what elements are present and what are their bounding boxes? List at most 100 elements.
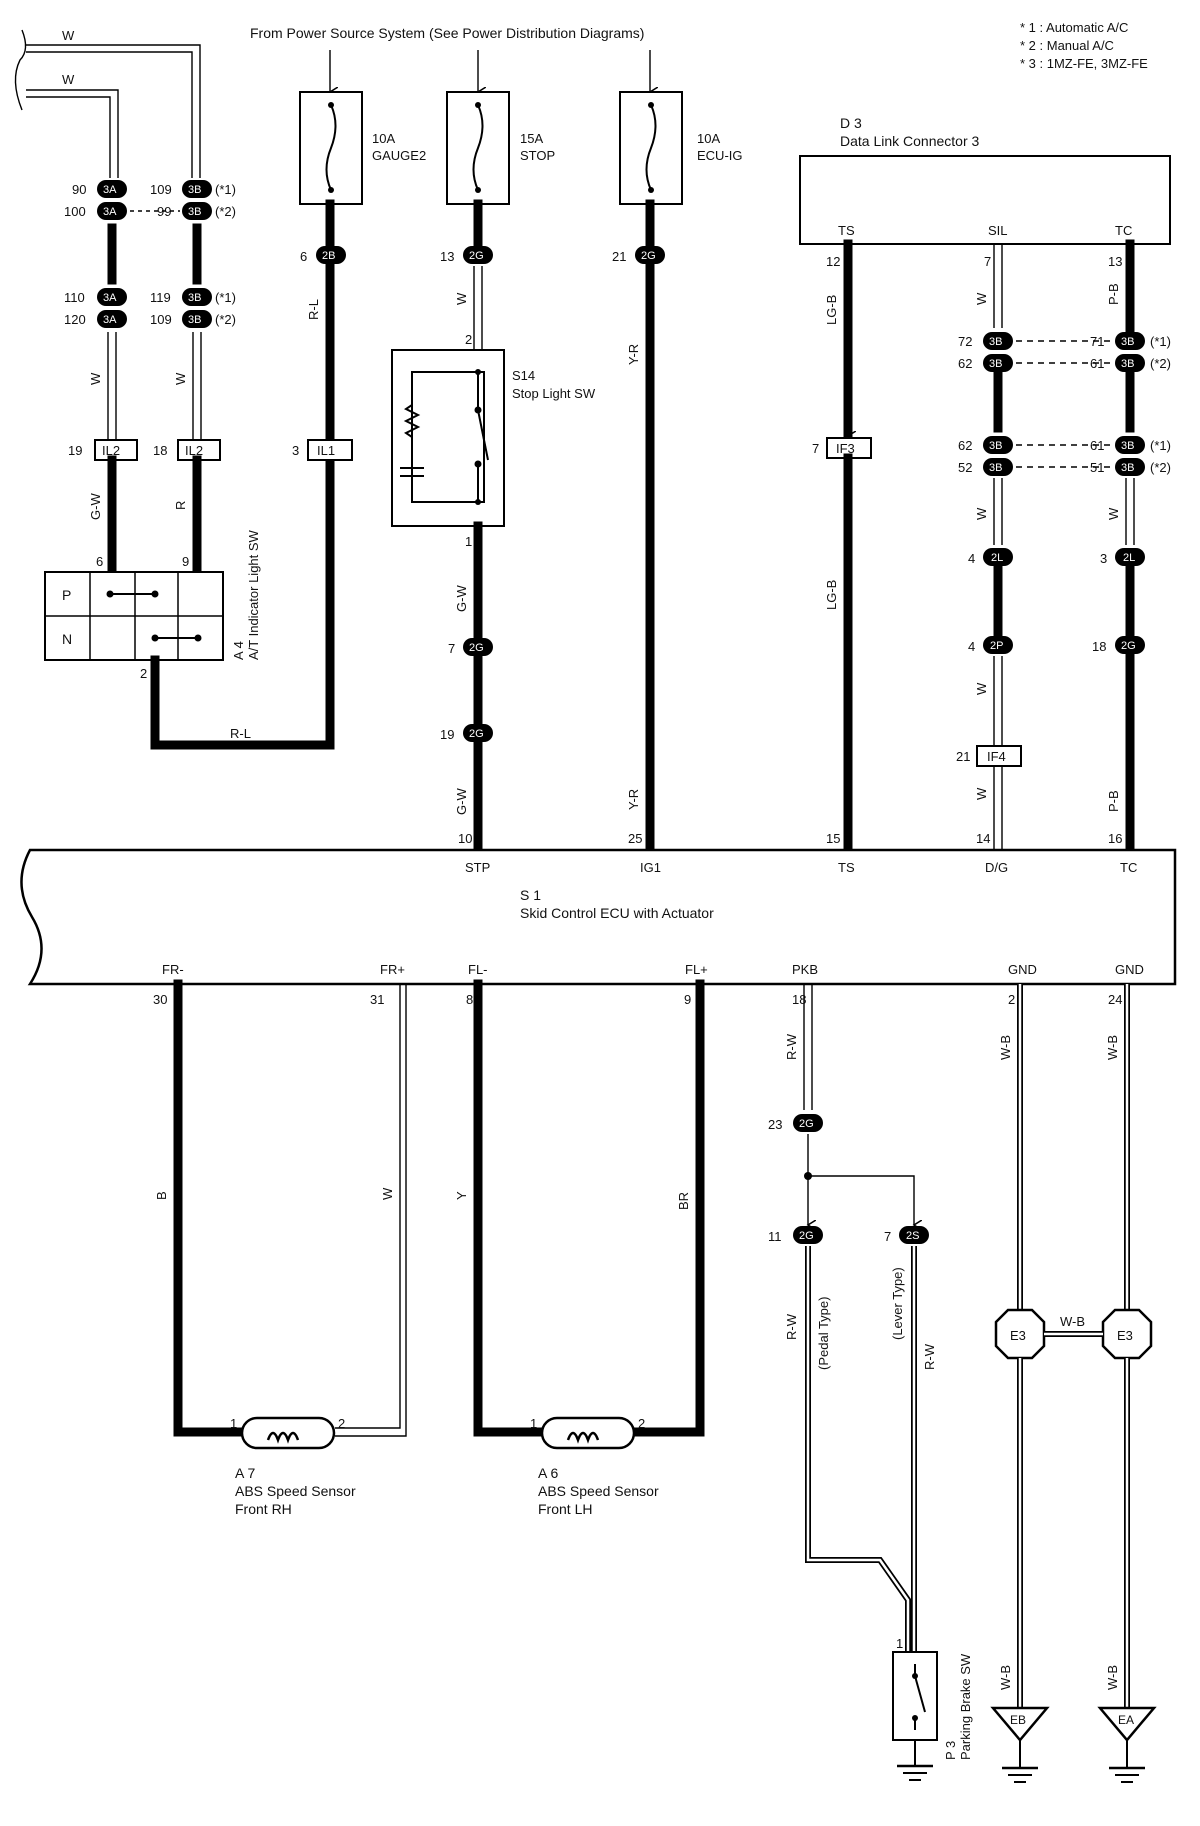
connector-3b-upper-pair: 3B 3B 109 99 (*1) (*2) [130,180,236,220]
svg-text:3A: 3A [103,206,117,218]
svg-text:1: 1 [465,534,472,549]
svg-text:IF3: IF3 [836,441,855,456]
svg-text:3: 3 [292,443,299,458]
svg-text:24: 24 [1108,992,1122,1007]
svg-text:G-W: G-W [454,788,469,815]
svg-text:S 1: S 1 [520,887,541,903]
svg-text:12: 12 [826,254,840,269]
svg-text:10: 10 [458,831,472,846]
svg-text:16: 16 [1108,831,1122,846]
svg-text:ABS Speed Sensor: ABS Speed Sensor [538,1483,659,1499]
svg-text:R-W: R-W [922,1343,937,1370]
svg-text:3A: 3A [103,314,117,326]
svg-text:(*1): (*1) [215,182,236,197]
svg-text:10A: 10A [697,131,720,146]
svg-text:W-B: W-B [1105,1665,1120,1690]
svg-text:LG-B: LG-B [824,580,839,610]
ground-ea: EA [1097,1706,1157,1783]
fuse-ecu-ig: 10A ECU-IG [619,50,743,205]
svg-text:2L: 2L [991,552,1003,564]
svg-text:SIL: SIL [988,223,1008,238]
svg-text:GND: GND [1008,962,1037,977]
svg-text:3B: 3B [188,184,201,196]
svg-text:W: W [974,682,989,695]
svg-text:W: W [380,1187,395,1200]
svg-text:FL+: FL+ [685,962,708,977]
svg-text:R-L: R-L [230,726,251,741]
svg-text:TC: TC [1115,223,1132,238]
svg-text:D 3: D 3 [840,115,862,131]
svg-text:3A: 3A [103,184,117,196]
svg-text:3B: 3B [188,314,201,326]
svg-text:3B: 3B [989,358,1002,370]
svg-text:PKB: PKB [792,962,818,977]
svg-text:3B: 3B [1121,358,1134,370]
svg-text:R-L: R-L [306,299,321,320]
abs-speed-sensor-front-lh: 1 2 A 6 ABS Speed Sensor Front LH [530,1416,659,1517]
svg-text:E3: E3 [1010,1328,1026,1343]
svg-text:3B: 3B [989,440,1002,452]
svg-text:3B: 3B [989,462,1002,474]
wire-w-top-1: W [62,28,75,43]
svg-text:13: 13 [1108,254,1122,269]
svg-text:15: 15 [826,831,840,846]
svg-text:2G: 2G [641,250,656,262]
svg-text:Data Link Connector 3: Data Link Connector 3 [840,133,980,149]
svg-text:13: 13 [440,249,454,264]
svg-text:120: 120 [64,312,86,327]
svg-text:10A: 10A [372,131,395,146]
svg-text:GND: GND [1115,962,1144,977]
svg-text:ABS Speed Sensor: ABS Speed Sensor [235,1483,356,1499]
svg-text:(*2): (*2) [215,204,236,219]
svg-text:IL1: IL1 [317,443,335,458]
svg-text:GAUGE2: GAUGE2 [372,148,426,163]
svg-text:P-B: P-B [1106,790,1121,812]
svg-text:Y: Y [454,1191,469,1200]
svg-text:W: W [173,372,188,385]
svg-text:W: W [1106,507,1121,520]
svg-text:2: 2 [338,1416,345,1431]
svg-text:18: 18 [792,992,806,1007]
fuse-gauge2: 10A GAUGE2 [299,50,426,205]
svg-text:B: B [154,1191,169,1200]
svg-text:P: P [62,587,71,603]
svg-text:(Pedal Type): (Pedal Type) [816,1297,831,1370]
svg-text:FR-: FR- [162,962,184,977]
svg-text:W-B: W-B [1105,1035,1120,1060]
svg-text:(*2): (*2) [215,312,236,327]
svg-text:3A: 3A [103,292,117,304]
svg-text:Stop Light SW: Stop Light SW [512,386,596,401]
svg-text:18: 18 [1092,639,1106,654]
svg-text:30: 30 [153,992,167,1007]
svg-text:3B: 3B [188,292,201,304]
svg-text:3B: 3B [989,336,1002,348]
svg-text:109: 109 [150,312,172,327]
svg-text:D/G: D/G [985,860,1008,875]
svg-text:21: 21 [956,749,970,764]
fuse-stop: 15A STOP [446,50,555,205]
svg-text:7: 7 [984,254,991,269]
svg-text:7: 7 [884,1229,891,1244]
svg-text:2G: 2G [469,728,484,740]
svg-text:G-W: G-W [88,493,103,520]
svg-text:6: 6 [300,249,307,264]
svg-text:2G: 2G [469,642,484,654]
svg-text:W: W [88,372,103,385]
svg-text:S14: S14 [512,368,535,383]
connector-3b-lower-pair: 3B 3B 119 109 (*1) (*2) [150,288,236,328]
svg-text:1: 1 [530,1416,537,1431]
svg-text:W: W [974,292,989,305]
svg-text:2S: 2S [906,1230,919,1242]
svg-text:2G: 2G [799,1118,814,1130]
svg-text:9: 9 [182,554,189,569]
svg-text:ECU-IG: ECU-IG [697,148,743,163]
abs-speed-sensor-front-rh: 1 2 A 7 ABS Speed Sensor Front RH [230,1416,356,1517]
stop-light-sw: S14 Stop Light SW [391,349,596,527]
connector-il2-left: IL2 19 [68,439,138,461]
svg-text:Skid Control ECU with Actuator: Skid Control ECU with Actuator [520,905,714,921]
svg-text:W-B: W-B [1060,1314,1085,1329]
svg-text:3B: 3B [1121,336,1134,348]
svg-text:109: 109 [150,182,172,197]
svg-text:9: 9 [684,992,691,1007]
